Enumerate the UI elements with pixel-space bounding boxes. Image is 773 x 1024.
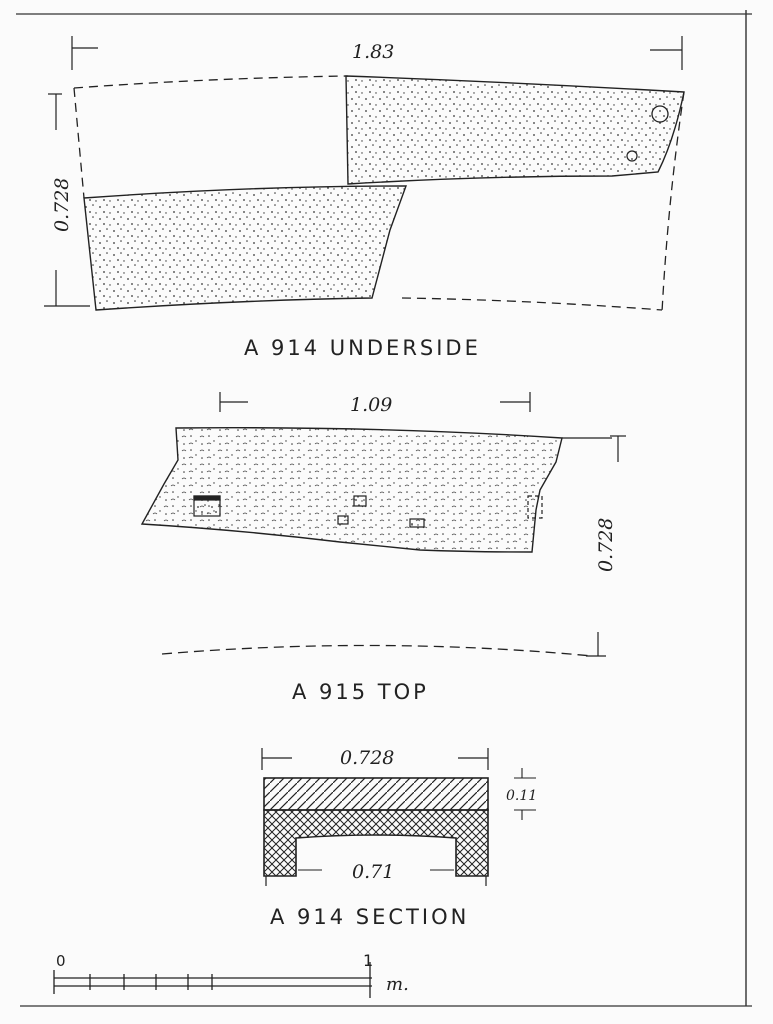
top-cuttings (193, 495, 543, 528)
underside-block-upper (345, 75, 685, 185)
top-caption: A 915 TOP (292, 680, 429, 704)
underside-width-label: 1.83 (352, 41, 394, 63)
sheet-border (16, 10, 752, 1007)
scale-bar: 0 1 m. (53, 951, 409, 998)
underside-dashed-outline (73, 75, 685, 313)
top-height-dimension (586, 435, 626, 657)
section-inner-label: 0.71 (352, 861, 394, 883)
top-width-label: 1.09 (350, 394, 392, 416)
underside-height-dimension (44, 93, 90, 307)
underside-figure: 1.83 0.728 A 914 UNDERSIDE (44, 36, 685, 360)
scale-bar-start: 0 (56, 952, 66, 970)
dowel-hole (651, 105, 669, 123)
section-width-dimension (261, 748, 489, 770)
section-lower-body (263, 809, 489, 877)
scale-bar-unit: m. (386, 974, 409, 995)
underside-caption: A 914 UNDERSIDE (244, 336, 481, 360)
underside-width-dimension (71, 36, 683, 70)
top-height-label: 0.728 (595, 518, 617, 572)
top-figure: 1.09 0.728 A 915 TOP (140, 392, 626, 704)
section-thickness-dimension (514, 768, 536, 820)
section-figure: 0.728 0.11 0.71 A 914 SECTION (261, 747, 537, 929)
dowel-hole (626, 150, 638, 162)
section-width-label: 0.728 (340, 747, 394, 769)
section-caption: A 914 SECTION (270, 905, 469, 929)
top-width-dimension (219, 392, 531, 412)
top-dashed-arc (161, 644, 593, 657)
underside-block-lower (83, 185, 407, 311)
scale-bar-end: 1 (363, 951, 373, 970)
section-thickness-label: 0.11 (506, 788, 537, 804)
section-top-slab (263, 777, 489, 811)
top-block (140, 427, 563, 553)
underside-height-label: 0.728 (51, 178, 73, 232)
